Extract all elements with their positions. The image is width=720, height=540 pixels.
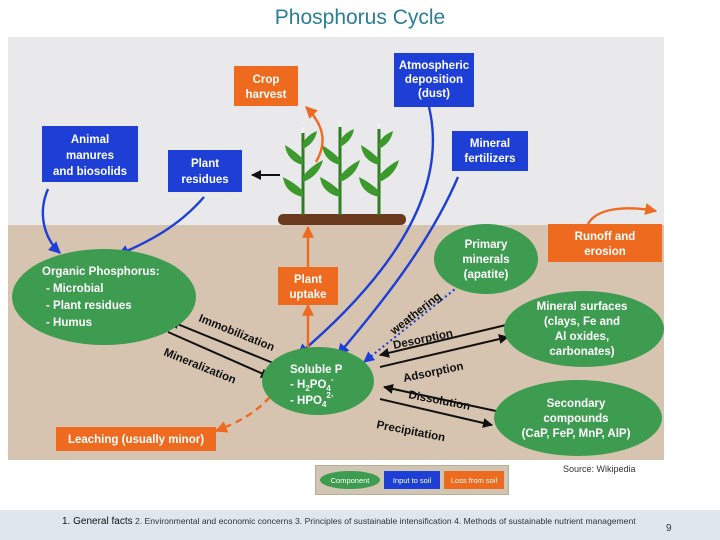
page-number: 9 [666,523,672,534]
phosphorus-cycle-diagram: Atmospheric deposition (dust) Animal man… [8,37,664,460]
footer-item-general-facts[interactable]: 1. General facts [62,516,133,527]
source-credit: Source: Wikipedia [563,464,636,474]
animal-manures-line-2: manures [66,150,114,162]
plant-residues-box: Plant residues [168,150,242,192]
mineral-surfaces-line-2: (clays, Fe and [544,316,620,328]
primary-minerals-line-1: Primary [465,239,508,251]
mineral-fertilizers-line-1: Mineral [470,138,510,150]
atmospheric-deposition-box: Atmospheric deposition (dust) [394,53,474,107]
cycle-arrows [41,102,658,433]
runoff-line-1: Runoff and [575,231,636,243]
legend-loss-label: Loss from soil [451,476,498,485]
mineral-surfaces-line-4: carbonates) [549,346,614,358]
soluble-p-title: Soluble P [290,364,343,376]
runoff-line-2: erosion [584,246,626,258]
legend-loss: Loss from soil [444,471,504,489]
legend-input: Input to soil [384,471,440,489]
leaching-label: Leaching (usually minor) [68,434,204,446]
organic-p-line-1: Organic Phosphorus: [42,266,160,278]
crop-plants [278,120,406,225]
footer-navigation: 1. General facts 2. Environmental and ec… [62,516,636,527]
primary-minerals-line-2: minerals [462,254,509,266]
atmospheric-line-1: Atmospheric [399,60,470,72]
organic-p-line-3: - Plant residues [46,300,132,312]
legend-component-label: Component [331,476,371,485]
secondary-compounds-ellipse: Secondary compounds (CaP, FeP, MnP, AlP) [494,380,662,456]
primary-minerals-line-3: (apatite) [464,269,509,281]
legend: Component Input to soil Loss from soil [315,465,509,495]
plant-uptake-box: Plant uptake [278,267,338,305]
organic-phosphorus-ellipse: Organic Phosphorus: - Microbial - Plant … [12,249,196,345]
atmospheric-line-3: (dust) [418,88,450,100]
runoff-erosion-box: Runoff and erosion [548,224,662,262]
primary-minerals-ellipse: Primary minerals (apatite) [434,224,538,294]
organic-p-line-4: - Humus [46,317,92,329]
organic-p-line-2: - Microbial [46,283,104,295]
crop-harvest-box: Crop harvest [234,66,298,106]
page-title: Phosphorus Cycle [274,6,446,29]
mineral-surfaces-line-3: Al oxides, [555,331,609,343]
plant-residues-line-2: residues [181,174,228,186]
secondary-line-3: (CaP, FeP, MnP, AlP) [522,428,631,440]
animal-manures-box: Animal manures and biosolids [42,126,138,182]
plant-uptake-line-1: Plant [294,274,322,286]
crop-harvest-line-1: Crop [253,74,280,86]
footer-items-rest[interactable]: 2. Environmental and economic concerns 3… [134,516,636,526]
animal-manures-line-3: and biosolids [53,166,127,178]
atmospheric-line-2: deposition [405,74,463,86]
secondary-line-1: Secondary [547,398,606,410]
secondary-line-2: compounds [543,413,608,425]
plant-uptake-line-2: uptake [289,289,326,301]
mineral-fertilizers-line-2: fertilizers [464,153,515,165]
legend-component: Component [320,471,380,489]
mineral-surfaces-line-1: Mineral surfaces [537,301,628,313]
soluble-p-species-1: - H2PO4- [290,375,334,393]
soluble-p-species-2: - HPO42- [290,391,334,409]
crop-harvest-line-2: harvest [246,89,287,101]
animal-manures-line-1: Animal [71,134,109,146]
legend-input-label: Input to soil [393,476,432,485]
plant-residues-line-1: Plant [191,158,219,170]
footer-bar: 1. General facts 2. Environmental and ec… [0,510,720,540]
mineral-surfaces-ellipse: Mineral surfaces (clays, Fe and Al oxide… [504,291,664,367]
soluble-p-ellipse: Soluble P - H2PO4- - HPO42- [262,347,374,415]
mineral-fertilizers-box: Mineral fertilizers [452,131,528,171]
leaching-box: Leaching (usually minor) [56,427,216,451]
